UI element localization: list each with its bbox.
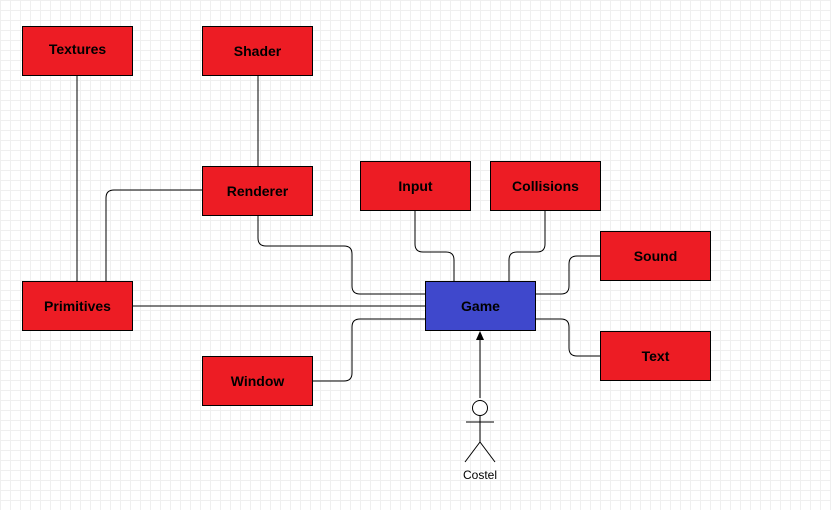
node-renderer[interactable]: Renderer	[202, 166, 313, 216]
edge-text-game[interactable]	[535, 318, 600, 357]
arrowhead-icon	[476, 331, 484, 340]
node-primitives[interactable]: Primitives	[22, 281, 133, 331]
node-text[interactable]: Text	[600, 331, 711, 381]
node-shader[interactable]: Shader	[202, 26, 313, 76]
edge-renderer-primitives[interactable]	[105, 189, 203, 281]
edge-sound-game[interactable]	[535, 255, 600, 295]
edge-renderer-game[interactable]	[257, 216, 425, 295]
edge-window-game[interactable]	[312, 318, 425, 382]
edge-input-game[interactable]	[414, 211, 455, 282]
node-input[interactable]: Input	[360, 161, 471, 211]
edge-collisions-game[interactable]	[508, 211, 546, 282]
node-sound[interactable]: Sound	[600, 231, 711, 281]
stick-figure-actor-icon[interactable]	[464, 400, 496, 463]
node-textures[interactable]: Textures	[22, 26, 133, 76]
node-collisions[interactable]: Collisions	[490, 161, 601, 211]
node-game[interactable]: Game	[425, 281, 536, 331]
node-window[interactable]: Window	[202, 356, 313, 406]
actor-label: Costel	[462, 468, 497, 482]
